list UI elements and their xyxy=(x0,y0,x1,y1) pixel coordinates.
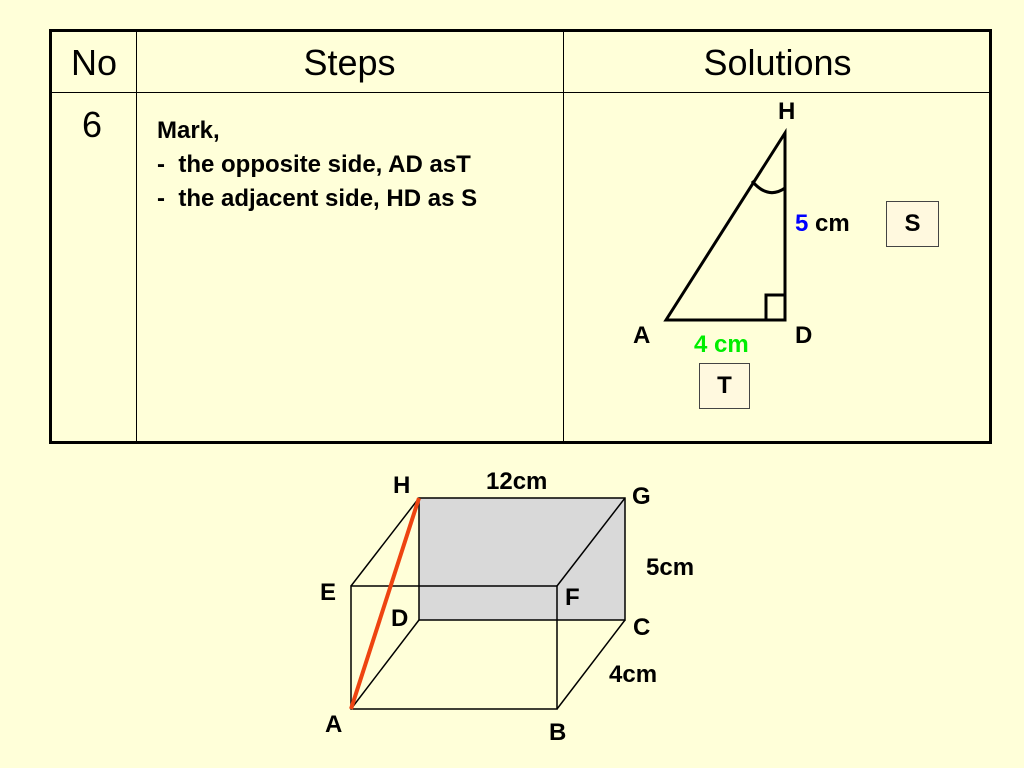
steps-text: Mark, - the opposite side, AD asT - the … xyxy=(157,114,477,216)
cuboid-label-h: H xyxy=(393,472,411,499)
header-no: No xyxy=(70,42,118,83)
edge-bc xyxy=(556,619,626,710)
face-efba xyxy=(350,585,558,710)
header-steps: Steps xyxy=(303,42,396,83)
side-hd-value: 5 xyxy=(795,210,809,237)
edge-eh xyxy=(350,497,420,587)
column-divider-2 xyxy=(563,32,564,441)
cuboid-height: 5cm xyxy=(646,554,695,581)
steps-table: No Steps Solutions 6 Mark, - the opposit… xyxy=(49,29,992,444)
diagonal-ah xyxy=(349,497,421,710)
triangle-had xyxy=(663,127,787,322)
triangle-label-a: A xyxy=(633,322,651,349)
cuboid-label-g: G xyxy=(632,483,651,510)
right-angle-marker xyxy=(764,293,785,320)
triangle-label-h: H xyxy=(778,98,796,125)
cuboid-label-b: B xyxy=(549,719,567,746)
cuboid-label-d: D xyxy=(391,605,409,632)
row-number: 6 xyxy=(82,104,103,145)
triangle-label-d: D xyxy=(795,322,813,349)
cuboid-width: 4cm xyxy=(609,661,658,688)
cuboid-label-c: C xyxy=(633,614,651,641)
steps-line-3: - the adjacent side, HD as S xyxy=(157,185,478,212)
side-hd-unit: cm xyxy=(815,210,850,237)
header-divider xyxy=(52,92,989,93)
header-solutions: Solutions xyxy=(703,42,852,83)
side-ad-length: 4 cm xyxy=(694,331,749,358)
edge-ad xyxy=(350,619,420,710)
edge-fg xyxy=(556,497,626,587)
face-hgcd xyxy=(418,497,626,621)
angle-arc-h xyxy=(750,180,786,195)
steps-line-2: - the opposite side, AD asT xyxy=(157,151,471,178)
steps-line-1: Mark, xyxy=(157,117,220,144)
cuboid-label-a: A xyxy=(325,711,343,738)
cuboid-label-e: E xyxy=(320,579,337,606)
column-divider-1 xyxy=(136,32,137,441)
cuboid-label-f: F xyxy=(565,584,580,611)
cuboid-length: 12cm xyxy=(486,468,548,495)
box-t: T xyxy=(699,363,750,409)
box-s: S xyxy=(886,201,939,247)
side-hd-length: 5 cm xyxy=(795,210,850,238)
